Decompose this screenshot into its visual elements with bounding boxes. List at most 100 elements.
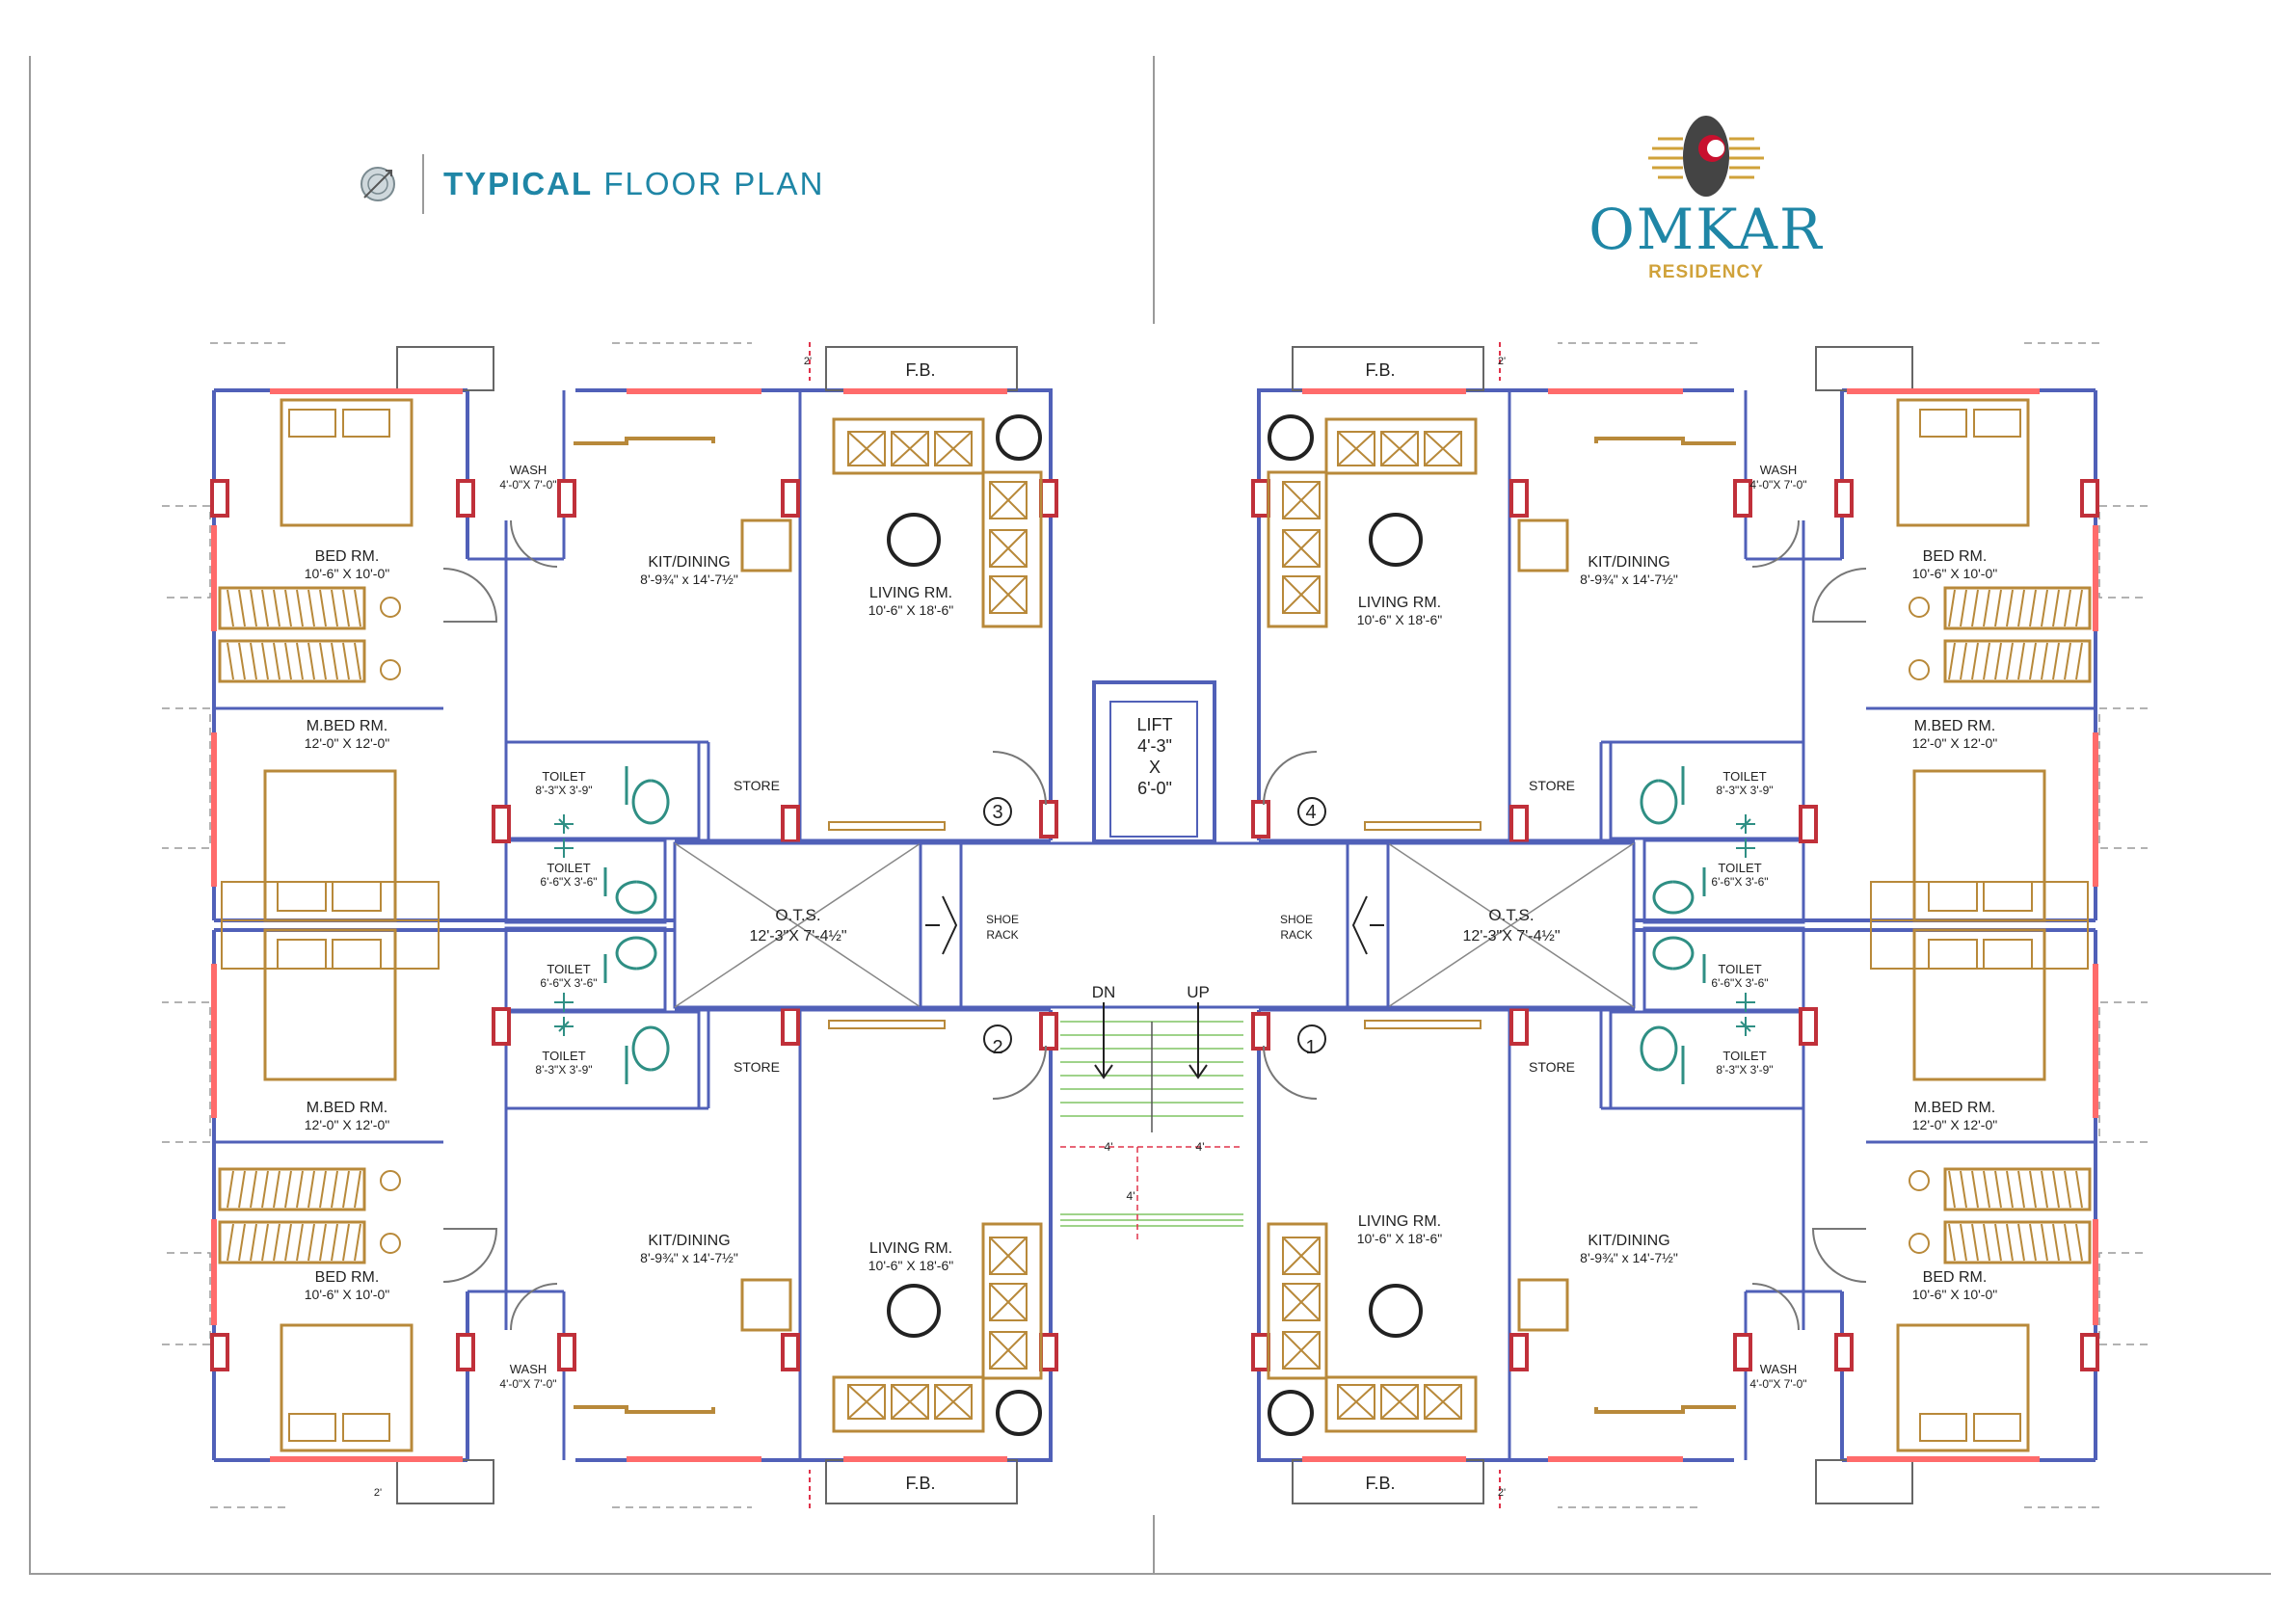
wardrobe-hatch [2052, 1223, 2060, 1262]
wardrobe-hatch [1994, 1223, 2002, 1262]
stair-arrow-up [1188, 1002, 1208, 1079]
toilet-size: 8'-3"X 3'-9" [1716, 1063, 1773, 1077]
wardrobe-hatch [342, 642, 350, 680]
wash-size: 4'-0"X 7'-0" [1749, 478, 1806, 492]
wardrobe-hatch [2041, 642, 2048, 680]
dining-table [740, 1278, 792, 1332]
wardrobe-knob [1909, 659, 1930, 680]
column-5 [1039, 1012, 1058, 1051]
wardrobe-knob [380, 659, 401, 680]
door-bed [442, 568, 498, 623]
toilet-size: 8'-3"X 3'-9" [535, 1063, 592, 1077]
cushion [934, 431, 973, 466]
cushion [1424, 1384, 1462, 1420]
wardrobe-hatch [354, 1223, 361, 1262]
lift-label: LIFT [1136, 715, 1172, 734]
shoe-rack-label: RACK [986, 928, 1018, 942]
cushion-x [989, 1283, 1028, 1321]
toilet-label: TOILET [1718, 861, 1761, 875]
cushion-x [847, 431, 886, 466]
wc-b [603, 867, 657, 915]
column-3 [781, 479, 800, 518]
page-title: TYPICAL FLOOR PLAN [443, 166, 824, 202]
cushion-x [989, 575, 1028, 614]
wardrobe-hatch [1948, 1223, 1956, 1262]
offset-dim: 2' [1498, 1487, 1506, 1499]
wardrobe-hatch [261, 1170, 269, 1209]
flat-number: 4 [1305, 802, 1316, 823]
wardrobe-hatch [2029, 1170, 2037, 1209]
column-7 [1799, 805, 1818, 843]
offset-dim: 2' [1498, 356, 1506, 367]
window-top-bed [270, 1456, 463, 1462]
flat-3 [162, 342, 1058, 931]
wardrobe-hatch [250, 1223, 257, 1262]
wardrobe-hatch [2075, 589, 2083, 627]
kitchen-size: 8'-9¾" x 14'-7½" [1580, 1250, 1678, 1265]
column-6 [1509, 1007, 1529, 1046]
wardrobe-hatch [2064, 589, 2071, 627]
sofa-side [981, 470, 1043, 628]
cushion [1282, 529, 1321, 568]
window-top-living [1302, 1456, 1466, 1462]
wardrobe-hatch [2006, 589, 2014, 627]
pillow-b [1919, 1413, 1967, 1442]
coffee-table [887, 1284, 941, 1338]
wardrobe-hatch [261, 642, 269, 680]
wardrobe-hatch [2052, 1170, 2060, 1209]
pillow-b [1919, 409, 1967, 438]
wardrobe-hatch [2017, 1223, 2025, 1262]
cushion-x [989, 529, 1028, 568]
sofa-side [981, 1222, 1043, 1380]
kitchen-label: KIT/DINING [1588, 1233, 1669, 1249]
wardrobe-hatch [2017, 1170, 2025, 1209]
ots-left-x [674, 842, 921, 1008]
wardrobe-hatch [284, 642, 292, 680]
flat-number-ring [1297, 797, 1326, 826]
plant-pot [996, 414, 1042, 461]
wardrobe-hatch [2029, 642, 2037, 680]
coffee-table [1369, 513, 1423, 567]
wardrobe-hatch [319, 1170, 327, 1209]
kitchen-size: 8'-9¾" x 14'-7½" [1580, 572, 1678, 587]
wardrobe-hatch [261, 589, 269, 627]
wardrobe-hatch [1971, 1170, 1979, 1209]
store-shelf [1364, 1020, 1482, 1029]
column-1 [1834, 1333, 1854, 1371]
ots-size: 12'-3"X 7'-4½" [749, 928, 846, 945]
column-5 [1251, 800, 1270, 838]
window-top-kit [627, 388, 761, 394]
wardrobe-a [218, 1220, 366, 1264]
wardrobe-hatch [2064, 1223, 2071, 1262]
offset-dim: 2' [804, 356, 812, 367]
wardrobe-hatch [1983, 589, 1990, 627]
door-living [992, 1045, 1047, 1100]
kitchen-counter [574, 437, 715, 445]
toilet-size: 6'-6"X 3'-6" [540, 875, 597, 889]
wardrobe-hatch [238, 1223, 246, 1262]
window-left-mbed [211, 964, 217, 1118]
window-top-bed [1847, 1456, 2040, 1462]
cushion [1282, 1283, 1321, 1321]
kitchen-label: KIT/DINING [1588, 554, 1669, 571]
cushion [989, 529, 1028, 568]
wash-size: 4'-0"X 7'-0" [1749, 1377, 1806, 1391]
cushion [989, 1237, 1028, 1275]
window-left-bed [2093, 525, 2098, 631]
column-5 [1039, 800, 1058, 838]
cushion-x [1337, 1384, 1375, 1420]
wc-a [1640, 766, 1685, 825]
wc-b [603, 936, 657, 983]
shoe-arrow-right [1351, 895, 1384, 955]
store-shelf [828, 821, 946, 831]
cushion [1424, 431, 1462, 466]
wash-size: 4'-0"X 7'-0" [499, 1377, 556, 1391]
bed-room-size: 10'-6" X 10'-0" [305, 566, 389, 581]
bed-room-label: BED RM. [1923, 1269, 1988, 1286]
sofa-top [832, 417, 985, 475]
column-4 [1251, 479, 1270, 518]
balcony-bed [1815, 346, 1913, 391]
wardrobe-hatch [1994, 642, 2002, 680]
bed-room-size: 10'-6" X 10'-0" [1912, 566, 1997, 581]
living-room-size: 10'-6" X 18'-6" [868, 1258, 953, 1273]
